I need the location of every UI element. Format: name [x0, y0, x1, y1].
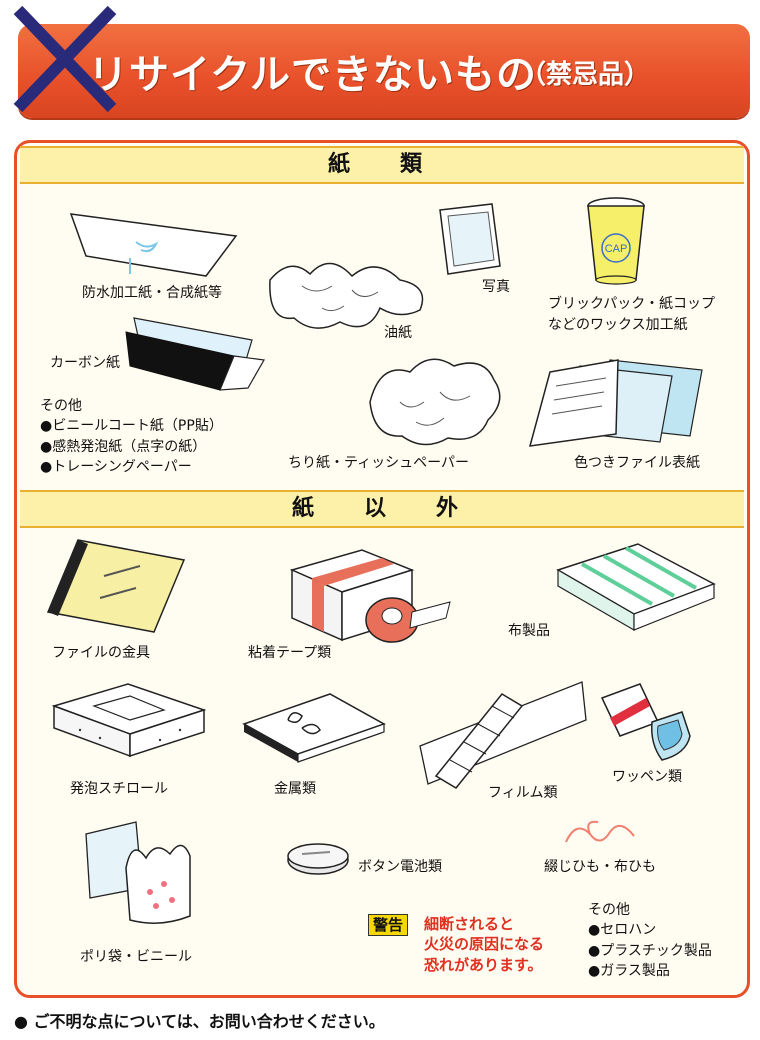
label-string: 綴じひも・布ひも [544, 859, 656, 875]
label-brick-pack: ブリックパック・紙コップ などのワックス加工紙 [548, 294, 715, 336]
label-patch: ワッペン類 [612, 769, 682, 785]
waterproof-paper-icon [69, 213, 238, 277]
adhesive-tape-icon [289, 549, 451, 643]
label-styrofoam: 発泡スチロール [70, 781, 168, 797]
page-title: リサイクルできないもの [88, 52, 537, 98]
non-paper-other-heading: その他 [588, 902, 630, 918]
paper-other-item: ●ビニールコート紙（PP貼） [40, 418, 223, 435]
label-tape: 粘着テープ類 [248, 645, 332, 661]
label-waterproof-paper: 防水加工紙・合成紙等 [82, 285, 222, 301]
warning-text: 細断されると 火災の原因になる 恐れがあります。 [424, 914, 544, 975]
string-icon [565, 820, 635, 843]
label-metal: 金属類 [274, 781, 316, 797]
photo-icon [439, 203, 501, 275]
file-binder-icon [46, 539, 186, 633]
button-battery-icon [287, 843, 349, 875]
label-brick-line2: などのワックス加工紙 [548, 317, 688, 333]
paper-cup-icon: CAP [587, 197, 645, 285]
label-cloth: 布製品 [508, 623, 550, 639]
label-photo: 写真 [482, 279, 510, 295]
warning-line: 細断されると [424, 915, 515, 933]
label-oil-paper: 油紙 [384, 325, 412, 341]
label-colored-file: 色つきファイル表紙 [574, 455, 700, 471]
patch-emblem-icon [600, 683, 691, 761]
cup-cap-mark: CAP [605, 243, 628, 255]
page-subtitle: （禁忌品） [520, 60, 651, 90]
carbon-paper-icon [125, 317, 265, 391]
warning-line: 火災の原因になる [424, 935, 545, 954]
label-film: フィルム類 [488, 785, 558, 801]
film-icon [419, 681, 587, 789]
section-paper-heading: 紙 類 [20, 146, 744, 184]
oil-paper-icon [269, 262, 424, 329]
colored-file-cover-icon [528, 359, 703, 447]
header-banner [18, 24, 750, 118]
cloth-product-icon [556, 543, 716, 632]
footer-note: ● ご不明な点については、お問い合わせください。 [14, 1012, 385, 1031]
paper-other-heading: その他 [40, 398, 82, 414]
plastic-bag-icon [85, 821, 191, 924]
section-non-paper-heading: 紙 以 外 [20, 490, 744, 528]
paper-other-item: ●トレーシングペーパー [40, 458, 192, 475]
tissue-icon [369, 358, 501, 446]
non-paper-other-item: ●プラスチック製品 [588, 942, 712, 959]
label-battery: ボタン電池類 [358, 859, 442, 875]
warning-badge: 警告 [368, 914, 409, 936]
metal-clip-icon [242, 693, 386, 763]
label-file-metal: ファイルの金具 [52, 645, 150, 661]
label-tissue: ちり紙・ティッシュペーパー [288, 455, 470, 471]
non-paper-other-item: ●ガラス製品 [588, 962, 670, 979]
prohibited-cross-icon [13, 5, 117, 113]
warning-line: 恐れがあります。 [424, 955, 543, 974]
warning-badge-wrap: 警告 [368, 914, 409, 936]
non-paper-other-item: ●セロハン [588, 922, 657, 939]
styrofoam-icon [51, 683, 207, 758]
paper-other-list: その他 ●ビニールコート紙（PP貼） ●感熱発泡紙（点字の紙） ●トレーシングペ… [40, 396, 223, 477]
non-paper-other-list: その他 ●セロハン ●プラスチック製品 ●ガラス製品 [588, 900, 712, 981]
label-brick-line1: ブリックパック・紙コップ [548, 296, 716, 312]
label-carbon-paper: カーボン紙 [50, 355, 120, 371]
label-plastic-bag: ポリ袋・ビニール [80, 949, 192, 965]
paper-other-item: ●感熱発泡紙（点字の紙） [40, 438, 207, 455]
